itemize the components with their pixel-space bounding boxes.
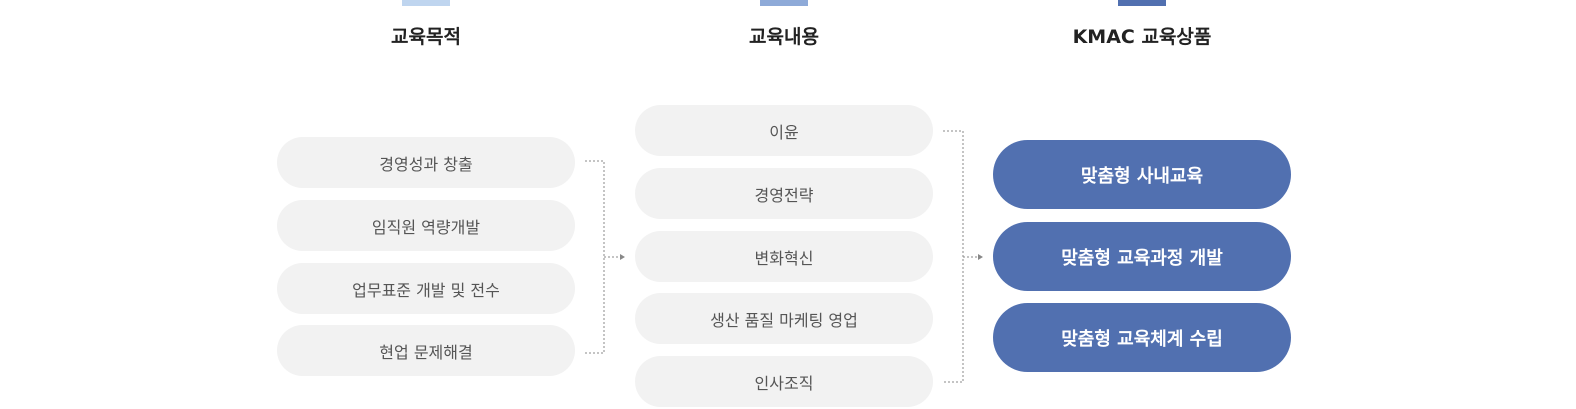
content-bracket-connector	[943, 130, 978, 383]
products-column-title: KMAC 교육상품	[1072, 26, 1212, 48]
product-item: 맞춤형 교육체계 수립	[993, 303, 1291, 372]
content-column-title: 교육내용	[749, 26, 819, 48]
purpose-item: 임직원 역량개발	[277, 200, 575, 251]
content-header-bar	[760, 0, 808, 6]
content-item: 생산 품질 마케팅 영업	[635, 293, 933, 344]
content-item: 변화혁신	[635, 231, 933, 282]
product-item: 맞춤형 교육과정 개발	[993, 222, 1291, 291]
purpose-item: 경영성과 창출	[277, 137, 575, 188]
purpose-column-title: 교육목적	[391, 26, 461, 48]
products-header-bar	[1118, 0, 1166, 6]
product-item: 맞춤형 사내교육	[993, 140, 1291, 209]
content-arrow-head	[978, 254, 983, 260]
content-item: 이윤	[635, 105, 933, 156]
purpose-bracket-connector	[585, 160, 620, 354]
purpose-item: 현업 문제해결	[277, 325, 575, 376]
content-item: 경영전략	[635, 168, 933, 219]
purpose-header-bar	[402, 0, 450, 6]
purpose-arrow-head	[620, 254, 625, 260]
purpose-item: 업무표준 개발 및 전수	[277, 263, 575, 314]
content-item: 인사조직	[635, 356, 933, 407]
